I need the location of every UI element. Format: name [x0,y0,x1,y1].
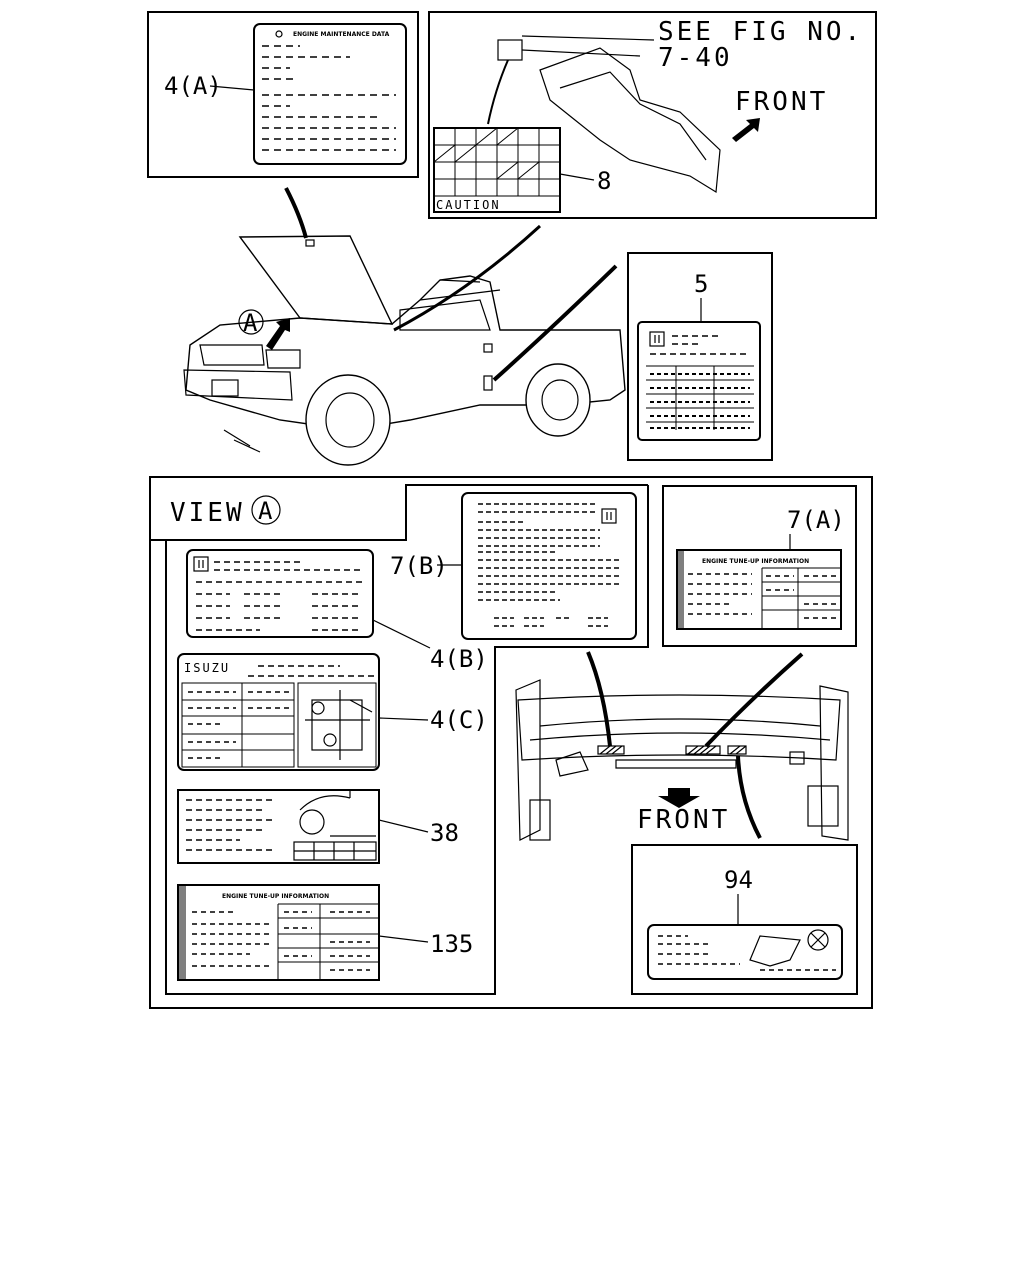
label-94: 94 [724,866,753,894]
panel-4a: ENGINE MAINTENANCE DATA 4(A) [147,11,419,178]
label-8: 8 [597,167,611,195]
label-5: 5 [694,270,708,298]
label-4b: 4(B) [430,645,488,673]
panel-view-a: VIEW A 4(B) ISUZU [149,476,873,1009]
fuse-sketch [293,790,377,861]
front-arrow-top [732,118,760,142]
label-7b: 7(B) [390,552,448,580]
label5-grid [646,365,754,430]
label-4c: 4(C) [430,706,488,734]
see-fig-line1: SEE FIG NO. [658,17,863,47]
engine-tuneup-7a-title: ENGINE TUNE-UP INFORMATION [702,558,809,565]
dash-rows [262,45,396,151]
panel-8: SEE FIG NO. 7-40 FRONT CAUTION 8 [428,11,877,219]
truck-illustration [183,187,626,466]
view-marker-a: A [243,309,258,337]
engine-sketch [305,690,373,760]
cowl-panel [539,47,721,194]
label-38: 38 [430,819,459,847]
see-fig-line2: 7-40 [658,43,733,73]
front-label-top: FRONT [735,87,828,117]
front-arrow-bottom [658,788,700,808]
caution-text: CAUTION [436,198,501,212]
caution-grid [433,127,560,197]
label-135: 135 [430,930,473,958]
engine-maintenance-data-title: ENGINE MAINTENANCE DATA [293,31,390,38]
view-marker-a-circle [238,309,264,335]
panel-5: 5 [627,252,773,461]
dashboard-illustration [515,679,849,841]
engine-tuneup-135-title: ENGINE TUNE-UP INFORMATION [222,893,329,900]
front-label-bottom: FRONT [637,805,730,835]
isuzu-text: ISUZU [184,661,230,675]
view-letter: A [258,497,273,525]
label-7a: 7(A) [787,506,845,534]
view-a-circle [251,495,281,525]
view-word: VIEW [170,498,245,528]
